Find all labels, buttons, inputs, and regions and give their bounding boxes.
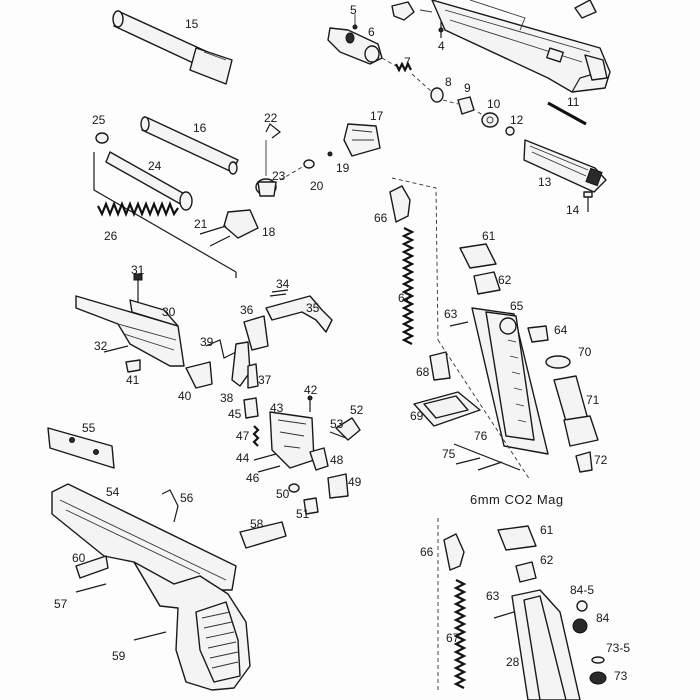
hammer-housing bbox=[243, 395, 361, 515]
part-label: 65 bbox=[510, 299, 524, 313]
part-label: 84 bbox=[596, 611, 610, 625]
part-label: 48 bbox=[330, 453, 344, 467]
rail-plate bbox=[47, 427, 115, 469]
part-label: 18 bbox=[262, 225, 276, 239]
part-label: 71 bbox=[586, 393, 600, 407]
part-label: 17 bbox=[370, 109, 384, 123]
part-label: 51 bbox=[296, 507, 310, 521]
part-label: 23 bbox=[272, 169, 286, 183]
part-label: 50 bbox=[276, 487, 290, 501]
part-label: 20 bbox=[310, 179, 324, 193]
part-label: 47 bbox=[236, 429, 250, 443]
part-label: 26 bbox=[104, 229, 118, 243]
part-label: 16 bbox=[193, 121, 207, 135]
part-label: 31 bbox=[131, 263, 145, 277]
part-label: 66 bbox=[374, 211, 388, 225]
part-label: 28 bbox=[506, 655, 520, 669]
hop-up-parts bbox=[199, 123, 381, 247]
part-label: 34 bbox=[276, 277, 290, 291]
part-label: 61 bbox=[482, 229, 496, 243]
part-label: 52 bbox=[350, 403, 364, 417]
part-label: 10 bbox=[487, 97, 501, 111]
part-label: 72 bbox=[594, 453, 608, 467]
magazine-upper bbox=[389, 177, 599, 481]
part-label: 73-5 bbox=[606, 641, 631, 655]
part-label: 5 bbox=[350, 3, 357, 17]
part-label: 59 bbox=[112, 649, 126, 663]
part-label: 11 bbox=[567, 95, 580, 109]
part-label: 57 bbox=[54, 597, 68, 611]
part-label: 12 bbox=[510, 113, 524, 127]
pin-part-11 bbox=[547, 101, 587, 126]
part-label: 62 bbox=[498, 273, 512, 287]
part-label: 8 bbox=[445, 75, 452, 89]
part-label: 4 bbox=[438, 39, 445, 53]
rear-block bbox=[523, 139, 607, 212]
part-label: 24 bbox=[148, 159, 162, 173]
part-label: 13 bbox=[538, 175, 552, 189]
part-label: 19 bbox=[336, 161, 350, 175]
part-label: 61 bbox=[540, 523, 554, 537]
part-label: 58 bbox=[250, 517, 264, 531]
part-label: 14 bbox=[566, 203, 580, 217]
part-label: 42 bbox=[304, 383, 318, 397]
part-label: 25 bbox=[92, 113, 106, 127]
part-label: 69 bbox=[410, 409, 424, 423]
part-label: 55 bbox=[82, 421, 96, 435]
part-label: 44 bbox=[236, 451, 250, 465]
part-label: 9 bbox=[464, 81, 471, 95]
part-label: 38 bbox=[220, 391, 234, 405]
part-label: 39 bbox=[200, 335, 214, 349]
nozzle-assembly bbox=[327, 14, 383, 65]
part-label: 35 bbox=[306, 301, 320, 315]
slide-part bbox=[431, 0, 611, 93]
recoil-guide-rod bbox=[93, 132, 237, 278]
trigger-bar-parts bbox=[205, 289, 333, 389]
part-label: 22 bbox=[264, 111, 278, 125]
part-label: 7 bbox=[404, 55, 411, 69]
part-label: 76 bbox=[474, 429, 488, 443]
part-label: 30 bbox=[162, 305, 176, 319]
part-label: 40 bbox=[178, 389, 192, 403]
part-label: 73 bbox=[614, 669, 628, 683]
part-label: 63 bbox=[444, 307, 458, 321]
inner-barrel bbox=[140, 116, 239, 175]
part-label: 70 bbox=[578, 345, 592, 359]
part-label: 60 bbox=[72, 551, 86, 565]
part-label: 62 bbox=[540, 553, 554, 567]
nozzle-spring bbox=[395, 61, 412, 73]
part-label: 32 bbox=[94, 339, 108, 353]
part-label: 64 bbox=[554, 323, 568, 337]
part-label: 67 bbox=[398, 291, 412, 305]
part-label: 15 bbox=[185, 17, 199, 31]
part-label: 63 bbox=[486, 589, 500, 603]
part-label: 54 bbox=[106, 485, 120, 499]
part-label: 37 bbox=[258, 373, 272, 387]
outer-barrel bbox=[112, 10, 233, 85]
part-label: 84-5 bbox=[570, 583, 595, 597]
part-label: 43 bbox=[270, 401, 284, 415]
part-label: 68 bbox=[416, 365, 430, 379]
part-label: 49 bbox=[348, 475, 362, 489]
frame-part bbox=[51, 483, 287, 691]
part-label: 66 bbox=[420, 545, 434, 559]
part-label: 67 bbox=[446, 631, 460, 645]
part-label: 75 bbox=[442, 447, 456, 461]
part-label: 21 bbox=[194, 217, 208, 231]
part-label: 56 bbox=[180, 491, 194, 505]
part-label: 6 bbox=[368, 25, 375, 39]
magazine-lower bbox=[437, 518, 607, 700]
part-label: 36 bbox=[240, 303, 254, 317]
slide-small-parts bbox=[391, 0, 597, 38]
part-label: 41 bbox=[126, 373, 140, 387]
part-label: 53 bbox=[330, 417, 344, 431]
chassis-part bbox=[75, 273, 213, 389]
magazine-caption: 6mm CO2 Mag bbox=[470, 492, 564, 507]
recoil-spring bbox=[97, 201, 179, 217]
part-label: 46 bbox=[246, 471, 260, 485]
valve-parts bbox=[411, 73, 515, 136]
part-label: 45 bbox=[228, 407, 242, 421]
